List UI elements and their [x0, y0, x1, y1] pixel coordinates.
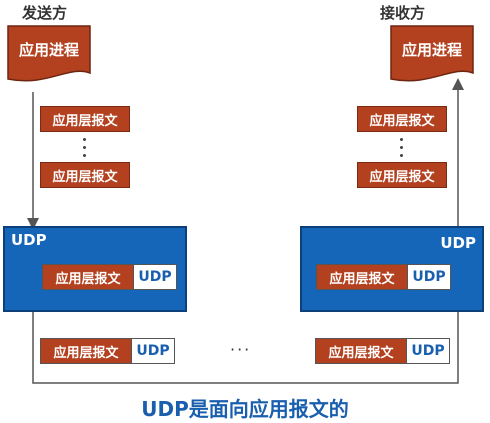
receiver-vertical-dots: [400, 138, 406, 162]
network-path-line: [32, 312, 459, 384]
sender-vertical-dots: [83, 138, 89, 162]
sender-message-1: 应用层报文: [40, 106, 130, 132]
receiver-udp-label: UDP: [440, 234, 476, 252]
receiver-title: 接收方: [380, 4, 426, 22]
receiver-packet-message: 应用层报文: [317, 265, 408, 289]
sender-process: 应用进程: [7, 25, 91, 85]
receiver-message-2: 应用层报文: [357, 162, 447, 188]
receiver-datagram-message: 应用层报文: [316, 339, 407, 363]
receiver-packet-udp-header: UDP: [408, 265, 450, 289]
receiver-datagram-udp-header: UDP: [407, 339, 449, 363]
sender-packet-message: 应用层报文: [43, 265, 134, 289]
receiver-process-label: 应用进程: [401, 40, 462, 59]
sender-packet-udp-header: UDP: [134, 265, 176, 289]
sender-datagram: 应用层报文 UDP: [40, 338, 175, 364]
receiver-datagram: 应用层报文 UDP: [315, 338, 450, 364]
sender-message-2: 应用层报文: [40, 162, 130, 188]
network-ellipsis: ···: [230, 340, 252, 359]
sender-udp-label: UDP: [11, 231, 47, 249]
receiver-udp-packet: 应用层报文 UDP: [316, 264, 451, 290]
receiver-process: 应用进程: [390, 25, 474, 85]
sender-udp-packet: 应用层报文 UDP: [42, 264, 177, 290]
sender-title: 发送方: [22, 4, 68, 22]
sender-datagram-udp-header: UDP: [132, 339, 174, 363]
sender-process-label: 应用进程: [18, 40, 79, 59]
receiver-udp-box: UDP 应用层报文 UDP: [300, 226, 484, 312]
sender-datagram-message: 应用层报文: [41, 339, 132, 363]
diagram-caption: UDP是面向应用报文的: [141, 397, 349, 421]
receiver-message-1: 应用层报文: [357, 106, 447, 132]
sender-udp-box: UDP 应用层报文 UDP: [3, 226, 187, 312]
